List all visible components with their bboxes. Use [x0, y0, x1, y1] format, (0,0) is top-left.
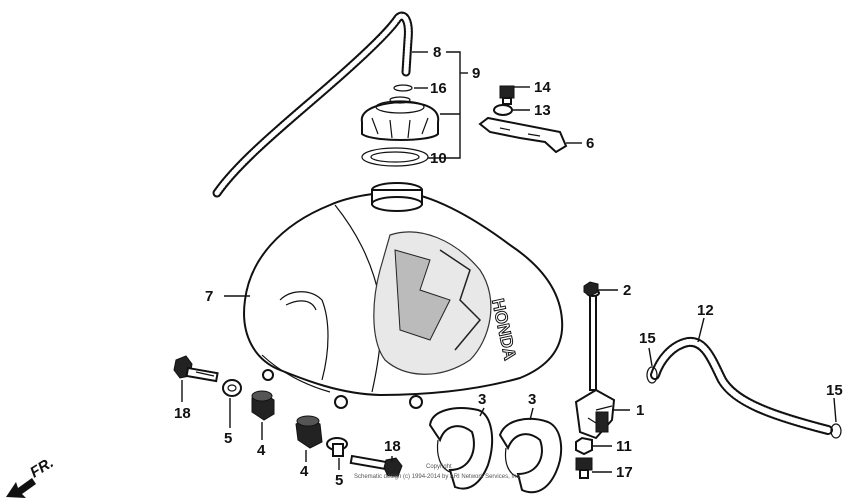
fuel-cap	[360, 96, 440, 141]
callout-15a: 15	[639, 330, 656, 347]
callout-14: 14	[534, 79, 551, 96]
callout-18b: 18	[384, 438, 401, 455]
leader-lines	[181, 51, 837, 473]
callout-4a: 4	[257, 442, 266, 459]
collar-5a	[222, 379, 242, 397]
callout-15b: 15	[826, 382, 843, 399]
callout-5b: 5	[335, 472, 343, 489]
nut-2	[583, 281, 599, 297]
front-direction-arrow	[6, 478, 36, 498]
bolt-14	[499, 85, 515, 105]
callout-10: 10	[430, 150, 447, 167]
tank-bracket	[478, 116, 568, 154]
callout-5a: 5	[224, 430, 232, 447]
rubber-mount-4b	[295, 415, 323, 449]
callout-12: 12	[697, 302, 714, 319]
callout-3a: 3	[478, 391, 486, 408]
cap-gasket	[361, 147, 429, 167]
callout-3b: 3	[528, 391, 536, 408]
hose-clip	[393, 84, 413, 92]
callout-2: 2	[623, 282, 631, 299]
collar-5b	[326, 437, 348, 457]
bolt-18b	[349, 454, 403, 477]
callout-7: 7	[205, 288, 213, 305]
nut-11	[575, 436, 593, 456]
tank-band-3b	[498, 417, 563, 494]
callout-9: 9	[472, 65, 480, 82]
breather-hose	[212, 11, 413, 198]
tube-clip-15b	[830, 423, 842, 439]
copyright-line-2: Schematic design (c) 1994-2014 by ARI Ne…	[354, 474, 521, 480]
front-direction-label: FR.	[27, 454, 57, 481]
callout-6: 6	[586, 135, 594, 152]
rubber-mount-4a	[251, 390, 275, 421]
washer-13	[493, 104, 513, 116]
tank-band-3a	[428, 407, 494, 490]
callout-18a: 18	[174, 405, 191, 422]
fuel-tank: HONDA	[243, 182, 564, 409]
fuel-valve	[574, 289, 616, 440]
callout-1: 1	[636, 402, 644, 419]
callout-8: 8	[433, 44, 441, 61]
fuel-tube	[650, 336, 833, 435]
copyright-line-1: Copyright	[426, 464, 452, 470]
tube-clip-15a	[646, 366, 658, 384]
bolt-18a	[173, 355, 219, 383]
callout-4b: 4	[300, 463, 309, 480]
callout-17: 17	[616, 464, 633, 481]
bolt-17	[575, 457, 593, 479]
callout-16: 16	[430, 80, 447, 97]
callout-13: 13	[534, 102, 551, 119]
callout-11: 11	[616, 438, 632, 455]
